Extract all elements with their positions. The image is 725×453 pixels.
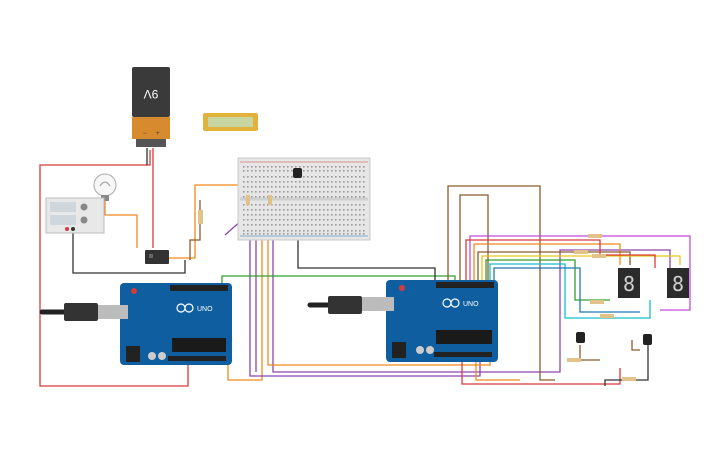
battery-plus: + bbox=[156, 131, 160, 137]
battery-minus: − bbox=[143, 131, 147, 137]
usb-port-right bbox=[362, 297, 394, 311]
resistor-r3[interactable] bbox=[592, 254, 606, 258]
wire-black-supply[interactable] bbox=[72, 230, 186, 274]
power-supply[interactable] bbox=[45, 197, 105, 234]
wire-orange-relay-bb[interactable] bbox=[168, 184, 245, 259]
seven-segment-display-left[interactable]: 8 bbox=[618, 268, 640, 298]
seven-segment-display-right[interactable]: 8 bbox=[667, 268, 689, 298]
chip-right bbox=[436, 330, 492, 344]
reset-button-left[interactable] bbox=[131, 288, 137, 294]
wire-purple-a[interactable] bbox=[249, 205, 481, 377]
breadboard bbox=[237, 157, 371, 241]
wire-cyan-disp[interactable] bbox=[489, 263, 651, 319]
wire-brown-disp[interactable] bbox=[477, 251, 631, 282]
usb-cable-right bbox=[307, 296, 362, 314]
wire-magenta-1[interactable] bbox=[469, 235, 691, 311]
resistor-r5[interactable] bbox=[600, 314, 614, 318]
wire-orange-bulb[interactable] bbox=[104, 195, 138, 248]
light-bulb[interactable] bbox=[93, 173, 117, 201]
wire-red-disp[interactable] bbox=[465, 239, 656, 282]
wire-blue-disp[interactable] bbox=[493, 267, 640, 313]
wire-brown-top[interactable] bbox=[447, 185, 555, 381]
uno-logo-left: UNO bbox=[197, 306, 213, 313]
chip-left bbox=[172, 338, 226, 352]
breadboard-resistor-2[interactable] bbox=[268, 195, 272, 205]
reset-button-right[interactable] bbox=[399, 285, 405, 291]
transistor-right-1[interactable] bbox=[576, 332, 585, 343]
resistor-r2[interactable] bbox=[574, 250, 588, 254]
wire-red-bottom[interactable] bbox=[461, 355, 621, 385]
breadboard-holes bbox=[243, 166, 365, 235]
wire-green-disp[interactable] bbox=[485, 259, 610, 301]
uno-logo-right: UNO bbox=[463, 301, 479, 308]
relay[interactable] bbox=[145, 250, 169, 264]
wire-red-loop[interactable] bbox=[39, 150, 189, 387]
usb-cable-left bbox=[39, 303, 98, 321]
power-jack-right bbox=[392, 342, 406, 358]
resistor-r1[interactable] bbox=[588, 234, 602, 238]
resistor-r6[interactable] bbox=[567, 358, 581, 362]
wire-yellow-disp[interactable] bbox=[481, 255, 681, 282]
wire-brown-right[interactable] bbox=[631, 340, 640, 351]
wire-purple-b[interactable] bbox=[272, 205, 671, 373]
wires bbox=[39, 148, 691, 387]
resistor-left[interactable] bbox=[198, 210, 203, 224]
wire-brown-2[interactable] bbox=[459, 194, 489, 282]
resistor-r7[interactable] bbox=[622, 377, 636, 381]
usb-port-left bbox=[96, 305, 128, 319]
resistor-r4[interactable] bbox=[590, 300, 604, 304]
seven-segment-left-digit: 8 bbox=[623, 272, 635, 296]
breadboard-transistor[interactable] bbox=[293, 168, 302, 178]
arduino-uno-right[interactable]: UNO bbox=[362, 280, 498, 362]
arduino-uno-left[interactable]: UNO bbox=[96, 283, 232, 365]
breadboard-resistor[interactable] bbox=[246, 195, 250, 205]
transistor-right-2[interactable] bbox=[643, 334, 652, 345]
lcd-module[interactable] bbox=[203, 113, 258, 131]
battery-label: 9V bbox=[144, 87, 159, 101]
wire-brown-bottom[interactable] bbox=[579, 345, 600, 361]
power-jack-left bbox=[126, 346, 140, 362]
resistors-right bbox=[567, 234, 636, 381]
seven-segment-right-digit: 8 bbox=[672, 272, 684, 296]
battery-9v[interactable]: 9V − + bbox=[132, 67, 170, 147]
wire-orange-bottom[interactable] bbox=[475, 355, 520, 381]
